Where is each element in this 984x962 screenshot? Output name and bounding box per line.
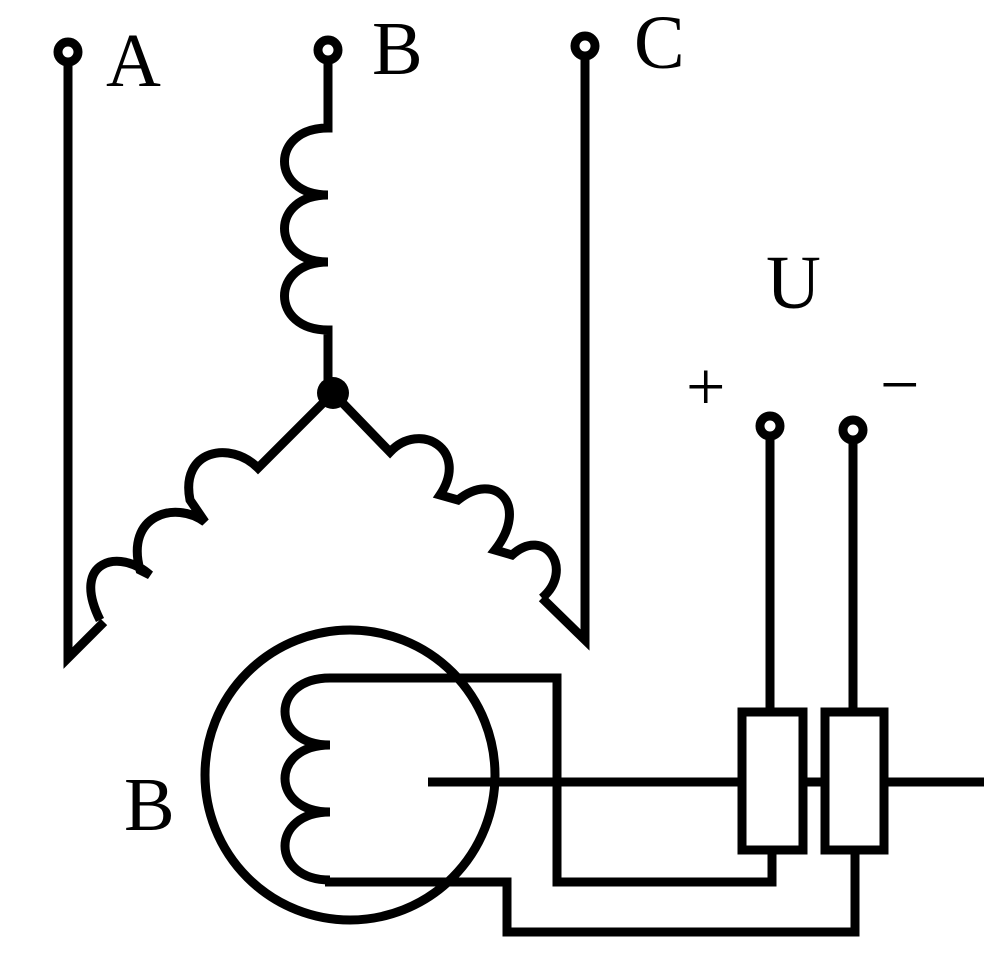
label-b: B [372,7,423,91]
terminal-minus [838,415,868,445]
label-c: C [634,1,685,85]
label-generator: B [124,763,175,847]
label-plus: + [686,349,725,426]
terminal-c [570,31,600,61]
wire-bottom [325,850,860,937]
wire-top [330,673,777,887]
terminal-a [53,37,83,67]
coil-b [280,60,333,393]
label-minus: − [880,347,919,424]
wire-a [63,62,108,669]
terminal-b [313,35,343,65]
resistor-plus [737,707,808,855]
wire-c [538,56,590,651]
label-a: A [106,19,161,103]
resistor-minus [820,707,889,855]
label-u: U [766,241,821,325]
coil-a [86,389,337,623]
terminal-plus [755,411,785,441]
generator-circle [200,625,500,925]
generator-coil [280,673,331,885]
coil-c [329,389,561,602]
